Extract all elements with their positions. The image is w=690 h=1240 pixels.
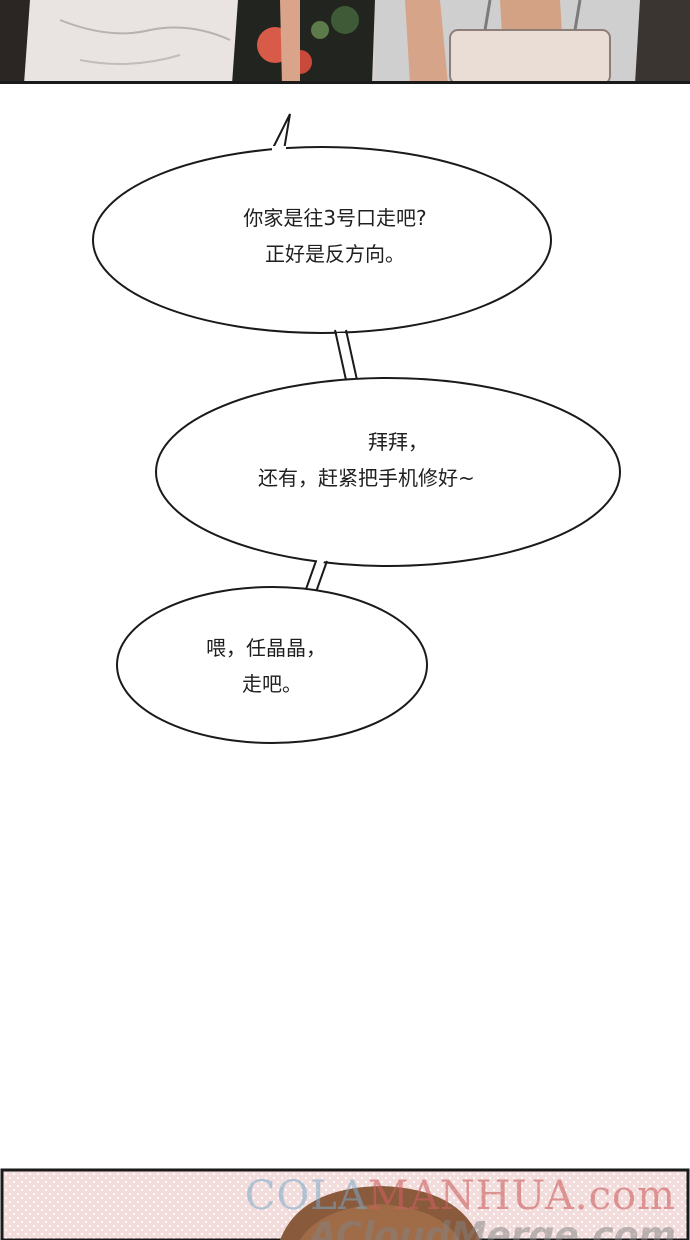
top-panel-artwork [0, 0, 690, 81]
top-comic-panel [0, 0, 690, 84]
watermark-cola: COLA [244, 1173, 368, 1219]
bubble-3-line-1: 喂，任晶晶， [206, 636, 326, 660]
bubble-2-text: 拜拜， 还有，赶紧把手机修好~ [240, 424, 570, 496]
watermark-manhua: MANHUA.com [367, 1173, 676, 1219]
bubble-2-line-2: 还有，赶紧把手机修好~ [258, 466, 475, 490]
watermark-line-2: ACloudMerge.com [308, 1215, 676, 1240]
bubble-1-line-2: 正好是反方向。 [265, 242, 405, 266]
watermark-line-1: COLAMANHUA.com [245, 1176, 676, 1216]
watermark: COLAMANHUA.com ACloudMerge.com [245, 1176, 676, 1240]
speech-bubble-3 [116, 586, 428, 744]
bubble-1-text: 你家是往3号口走吧? 正好是反方向。 [195, 200, 475, 272]
bottom-comic-panel [0, 1168, 690, 1240]
bubble-2-line-1: 拜拜， [368, 430, 428, 454]
bubble-connector-1 [334, 329, 358, 383]
bubble-3-line-2: 走吧。 [242, 672, 302, 696]
speech-bubble-1 [92, 113, 552, 334]
bubble-1-line-1: 你家是往3号口走吧? [243, 206, 427, 230]
bubble-connector-2 [304, 558, 328, 594]
bottom-panel-artwork [0, 1168, 690, 1240]
speech-bubble-2 [155, 377, 621, 567]
bubble-3-text: 喂，任晶晶， 走吧。 [200, 630, 400, 702]
